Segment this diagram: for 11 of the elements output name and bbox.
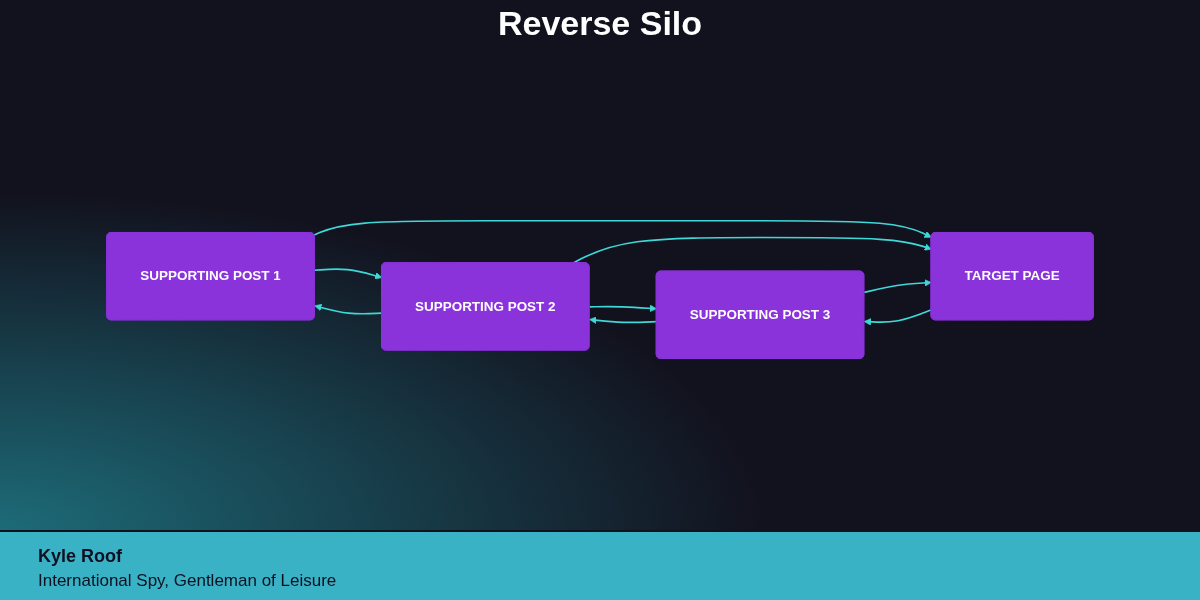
arrow (572, 237, 932, 265)
speaker-subtitle: International Spy, Gentleman of Leisure (38, 571, 337, 591)
arrow (314, 304, 383, 316)
arrow (313, 220, 932, 239)
slide-title: Reverse Silo (496, 4, 704, 43)
arrow (313, 268, 383, 280)
speaker-name: Kyle Roof (38, 546, 122, 567)
arrow (863, 279, 932, 294)
arrow (589, 316, 658, 325)
arrow (588, 305, 657, 313)
arrow (863, 309, 933, 326)
